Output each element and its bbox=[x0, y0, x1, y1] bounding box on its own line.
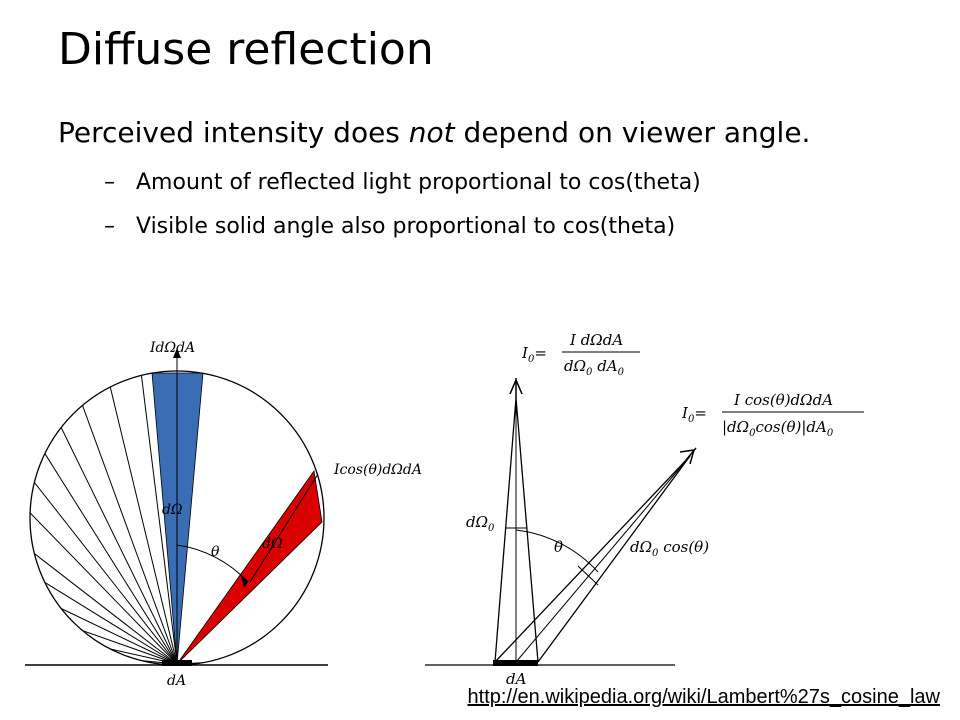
red-solid-angle-wedge bbox=[176, 469, 323, 665]
main-bullet-after: depend on viewer angle. bbox=[454, 116, 811, 149]
fan-ray bbox=[109, 386, 178, 665]
sub-bullet: –Visible solid angle also proportional t… bbox=[104, 212, 675, 242]
fan-ray bbox=[30, 512, 178, 665]
sub-bullet: –Amount of reflected light proportional … bbox=[104, 168, 701, 198]
fan-ray bbox=[82, 405, 178, 665]
fan-ray bbox=[60, 608, 178, 665]
dA-label: dA bbox=[506, 670, 527, 688]
theta-arc bbox=[176, 544, 249, 583]
normal-arrowhead bbox=[173, 348, 181, 358]
right-diagram-labels: I0= I dΩdA dΩ0 dA0 I0= I cos(θ)dΩdA |dΩ0… bbox=[466, 331, 834, 688]
fan-ray bbox=[34, 553, 178, 665]
sub-bullet-text: Amount of reflected light proportional t… bbox=[136, 170, 701, 195]
fan-ray bbox=[44, 582, 178, 665]
theta-label: θ bbox=[554, 538, 563, 556]
dA-label: dA bbox=[167, 673, 186, 689]
fan-ray bbox=[140, 375, 178, 665]
slant-center-line bbox=[515, 455, 691, 663]
slant-tick bbox=[577, 565, 599, 586]
vertical-cone-right bbox=[515, 397, 539, 663]
slide-title: Diffuse reflection bbox=[58, 24, 434, 75]
theta-arc bbox=[515, 529, 599, 573]
dA-patch bbox=[493, 660, 538, 666]
eq1-lhs: I0= bbox=[521, 344, 547, 365]
fan-ray bbox=[60, 427, 178, 665]
fan-ray bbox=[44, 453, 178, 665]
theta-label: θ bbox=[211, 544, 220, 560]
eq2-numerator: I cos(θ)dΩdA bbox=[733, 391, 833, 409]
eq1-denominator: dΩ0 dA0 bbox=[564, 357, 625, 378]
main-bullet: Perceived intensity does not depend on v… bbox=[58, 114, 810, 152]
source-link[interactable]: http://en.wikipedia.org/wiki/Lambert%27s… bbox=[467, 686, 940, 708]
dash-marker: – bbox=[104, 214, 115, 239]
dA-patch bbox=[162, 660, 192, 666]
slant-solid-angle-label: dΩ0 cos(θ) bbox=[630, 538, 709, 559]
eq1-numerator: I dΩdA bbox=[569, 331, 623, 349]
vertical-solid-angle-label: dΩ0 bbox=[466, 513, 495, 534]
slant-cone-right bbox=[537, 455, 691, 663]
red-intensity-label: Icos(θ)dΩdA bbox=[333, 462, 422, 478]
main-bullet-emphasis: not bbox=[408, 116, 455, 149]
fan-lines bbox=[30, 375, 203, 665]
red-direction-line bbox=[249, 473, 319, 583]
eye-icon bbox=[509, 378, 523, 398]
vertical-cone-left bbox=[494, 397, 517, 663]
fan-ray bbox=[82, 630, 178, 665]
slant-cone-left bbox=[494, 455, 691, 663]
eq2-lhs: I0= bbox=[681, 404, 707, 425]
top-intensity-label: IdΩdA bbox=[149, 340, 195, 356]
right-viewer-diagram bbox=[425, 351, 864, 666]
dash-marker: – bbox=[104, 170, 115, 195]
theta-arrowhead bbox=[241, 576, 248, 588]
fan-ray bbox=[33, 482, 178, 665]
blue-wedge-label: dΩ bbox=[162, 502, 183, 518]
main-bullet-before: Perceived intensity does bbox=[58, 116, 409, 149]
left-hemisphere-diagram: IdΩdA dΩ Icos(θ)dΩdA dΩ θ dA bbox=[25, 340, 422, 689]
eq2-denominator: |dΩ0cos(θ)|dA0 bbox=[722, 418, 834, 439]
sub-bullet-text: Visible solid angle also proportional to… bbox=[136, 214, 676, 239]
eye-icon bbox=[679, 447, 697, 465]
red-wedge-label: dΩ bbox=[262, 536, 283, 552]
